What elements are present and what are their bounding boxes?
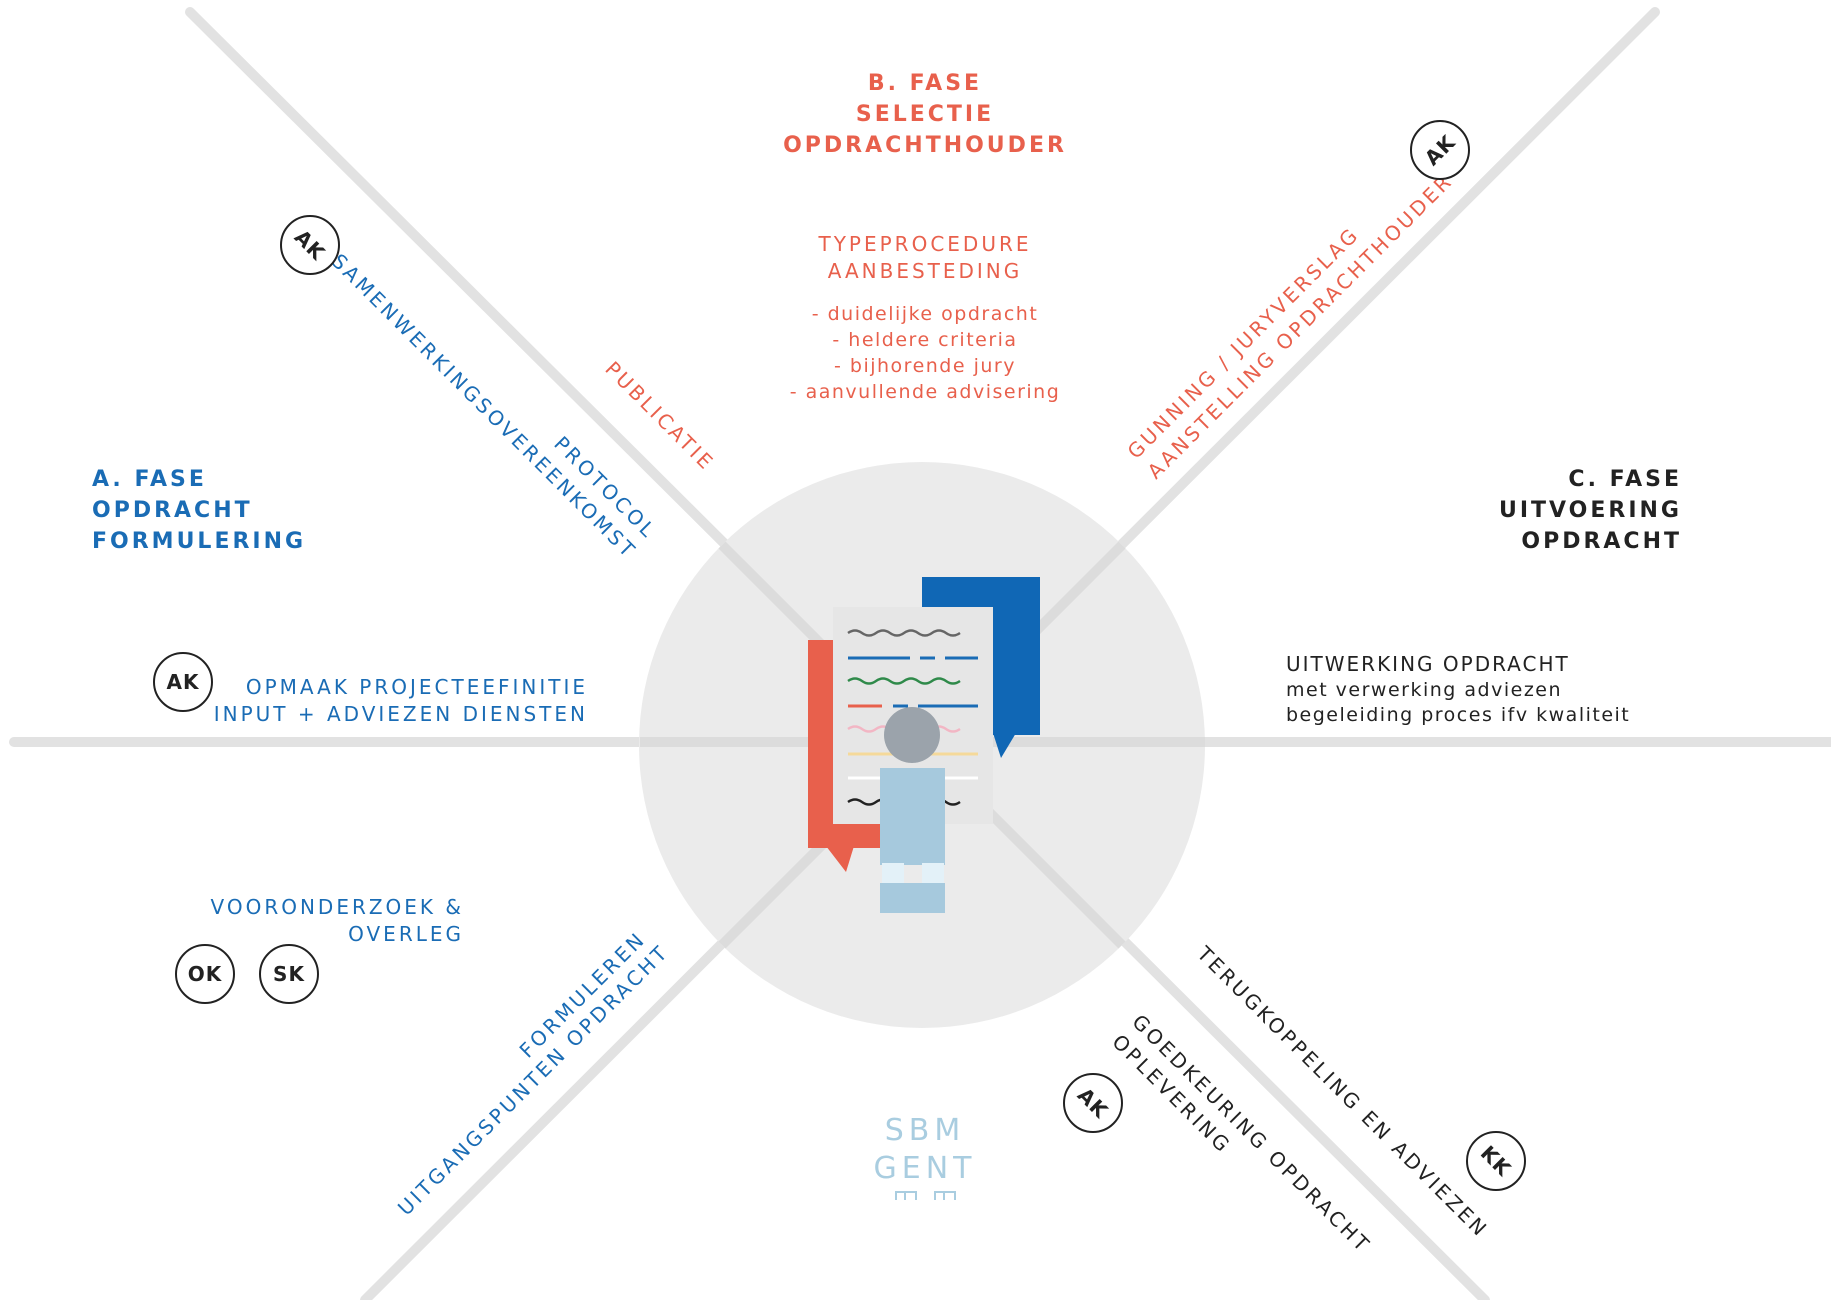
- svg-text:SAMENWERKINGSOVEREENKOMST: SAMENWERKINGSOVEREENKOMST: [327, 249, 642, 564]
- badge-ak-opmaak: AK: [153, 652, 213, 712]
- sbm-gent-logo: SBM GENT: [874, 1113, 977, 1200]
- svg-text:met verwerking adviezen: met verwerking adviezen: [1286, 679, 1562, 701]
- document-illustration: [808, 577, 1040, 913]
- badge-ak-goedkeuring: AK: [1063, 1073, 1123, 1133]
- logo-mark: [895, 1191, 956, 1200]
- svg-text:SK: SK: [273, 962, 305, 986]
- step-opmaak: OPMAAK PROJECTEEFINITIE INPUT + ADVIEZEN…: [214, 675, 588, 726]
- svg-text:AK: AK: [167, 670, 200, 694]
- svg-text:OPDRACHT: OPDRACHT: [1521, 529, 1682, 554]
- badge-sk: SK: [259, 944, 319, 1004]
- svg-text:UITWERKING OPDRACHT: UITWERKING OPDRACHT: [1286, 652, 1570, 676]
- svg-text:GOEDKEURING OPDRACHT: GOEDKEURING OPDRACHT: [1127, 1010, 1375, 1258]
- svg-text:GENT: GENT: [874, 1151, 977, 1186]
- step-terugkoppeling: TERUGKOPPELING EN ADVIEZEN: [1192, 941, 1494, 1243]
- svg-text:SBM: SBM: [885, 1113, 966, 1148]
- badge-ok: OK: [175, 944, 235, 1004]
- svg-text:INPUT + ADVIEZEN DIENSTEN: INPUT + ADVIEZEN DIENSTEN: [214, 702, 588, 726]
- svg-text:- aanvullende advisering: - aanvullende advisering: [790, 381, 1061, 403]
- step-goedkeuring: GOEDKEURING OPDRACHT OPLEVERING: [1107, 1010, 1375, 1258]
- step-protocol: SAMENWERKINGSOVEREENKOMST PROTOCOL: [327, 249, 662, 564]
- badge-kk: KK: [1466, 1131, 1526, 1191]
- step-uitwerking: UITWERKING OPDRACHT met verwerking advie…: [1286, 652, 1630, 726]
- svg-text:C. FASE: C. FASE: [1568, 467, 1682, 492]
- svg-text:- bijhorende jury: - bijhorende jury: [834, 355, 1016, 377]
- person-legs: [880, 883, 945, 913]
- badge-ak-gunning: AK: [1410, 120, 1470, 180]
- svg-text:OVERLEG: OVERLEG: [348, 922, 464, 946]
- svg-text:OK: OK: [188, 962, 223, 986]
- svg-text:OPDRACHT: OPDRACHT: [92, 498, 253, 523]
- svg-text:FORMULERING: FORMULERING: [92, 529, 306, 554]
- step-vooronderzoek: VOORONDERZOEK & OVERLEG: [211, 895, 465, 946]
- person-head: [884, 707, 940, 763]
- phase-c-heading: C. FASE UITVOERING OPDRACHT: [1499, 467, 1682, 554]
- svg-text:OPMAAK PROJECTEEFINITIE: OPMAAK PROJECTEEFINITIE: [246, 675, 588, 699]
- svg-text:AANBESTEDING: AANBESTEDING: [828, 259, 1023, 283]
- badge-ak-a-protocol: AK: [280, 215, 340, 275]
- svg-text:A. FASE: A. FASE: [92, 467, 207, 492]
- svg-text:OPDRACHTHOUDER: OPDRACHTHOUDER: [783, 133, 1067, 158]
- typeprocedure-block: TYPEPROCEDURE AANBESTEDING - duidelijke …: [790, 232, 1061, 403]
- person-body: [880, 768, 945, 865]
- svg-text:TYPEPROCEDURE: TYPEPROCEDURE: [817, 232, 1031, 256]
- svg-text:B. FASE: B. FASE: [868, 71, 982, 96]
- svg-text:- heldere criteria: - heldere criteria: [832, 329, 1017, 351]
- step-publicatie: PUBLICATIE: [600, 357, 719, 476]
- svg-text:UITGANGSPUNTEN OPDRACHT: UITGANGSPUNTEN OPDRACHT: [393, 940, 674, 1221]
- step-formuleren: FORMULEREN UITGANGSPUNTEN OPDRACHT: [393, 927, 674, 1221]
- svg-text:AANSTELLING OPDRACHTHOUDER: AANSTELLING OPDRACHTHOUDER: [1143, 168, 1458, 483]
- step-gunning: GUNNING / JURYVERSLAG AANSTELLING OPDRAC…: [1123, 168, 1458, 483]
- phase-a-heading: A. FASE OPDRACHT FORMULERING: [92, 467, 306, 554]
- svg-text:UITVOERING: UITVOERING: [1499, 498, 1682, 523]
- svg-text:- duidelijke opdracht: - duidelijke opdracht: [812, 303, 1039, 325]
- phase-b-heading: B. FASE SELECTIE OPDRACHTHOUDER: [783, 71, 1067, 158]
- svg-text:SELECTIE: SELECTIE: [856, 102, 994, 127]
- svg-text:VOORONDERZOEK &: VOORONDERZOEK &: [211, 895, 465, 919]
- svg-text:begeleiding proces ifv kwalite: begeleiding proces ifv kwaliteit: [1286, 704, 1630, 726]
